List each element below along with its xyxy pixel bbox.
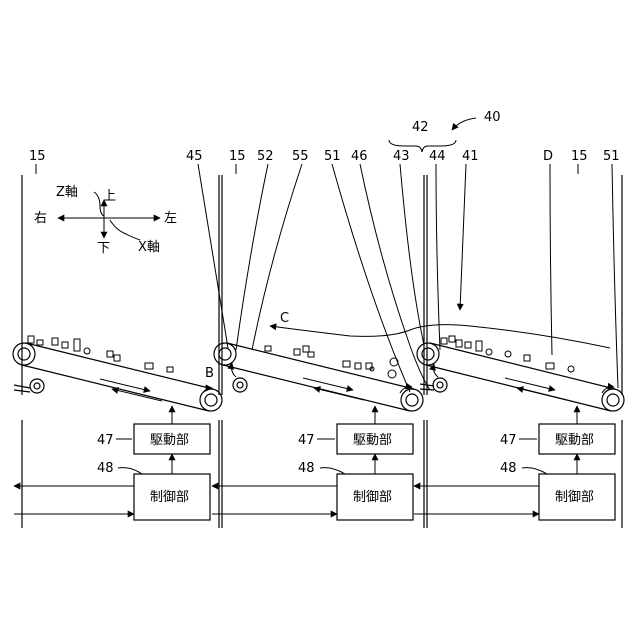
conveyor-right [417, 343, 624, 411]
ref-46: 46 [351, 149, 368, 164]
ref-51-mid: 51 [324, 149, 341, 164]
drive-label-3: 駆動部 [555, 433, 594, 448]
x-axis-label: X軸 [138, 240, 160, 255]
ref-40: 40 [484, 110, 501, 125]
ref-15-mid: 15 [229, 149, 246, 164]
left-label: 左 [164, 211, 177, 226]
ref-44: 44 [429, 149, 446, 164]
ref-D: D [543, 149, 553, 164]
ctrl-label-3: 制御部 [555, 490, 594, 505]
unit-2: 駆動部 47 制御部 48 [212, 406, 413, 520]
down-label: 下 [97, 241, 110, 256]
unit-3: 駆動部 47 制御部 48 [414, 406, 615, 520]
ref-15-left: 15 [29, 149, 46, 164]
ctrl-label-2: 制御部 [353, 490, 392, 505]
drive-label-1: 駆動部 [150, 433, 189, 448]
unit-1: 駆動部 47 制御部 48 [14, 406, 210, 520]
leader-lines [198, 164, 618, 392]
ref-52: 52 [257, 149, 274, 164]
drive-num-2: 47 [298, 433, 315, 448]
z-axis-label: Z軸 [56, 185, 78, 200]
drive-num-1: 47 [97, 433, 114, 448]
items-middle [265, 346, 398, 378]
drive-label-2: 駆動部 [353, 433, 392, 448]
up-label: 上 [103, 189, 116, 204]
reference-numerals: 40 42 15 45 15 52 55 51 46 43 44 41 D 15… [29, 110, 620, 174]
ctrl-label-1: 制御部 [150, 490, 189, 505]
items-left [28, 336, 173, 372]
arrow-label-B: B [205, 366, 214, 381]
ref-43: 43 [393, 149, 410, 164]
ref-42: 42 [412, 120, 429, 135]
ref-41: 41 [462, 149, 479, 164]
drive-num-3: 47 [500, 433, 517, 448]
ctrl-num-1: 48 [97, 461, 114, 476]
ref-51-right: 51 [603, 149, 620, 164]
arrow-label-C: C [280, 311, 289, 326]
ctrl-num-2: 48 [298, 461, 315, 476]
ctrl-num-3: 48 [500, 461, 517, 476]
items-right [441, 336, 574, 372]
conveyor-left [13, 343, 222, 411]
axis-legend: Z軸 上 下 右 左 X軸 [34, 185, 177, 256]
ref-15-right: 15 [571, 149, 588, 164]
ref-45: 45 [186, 149, 203, 164]
right-label: 右 [34, 211, 47, 226]
ref-55: 55 [292, 149, 309, 164]
